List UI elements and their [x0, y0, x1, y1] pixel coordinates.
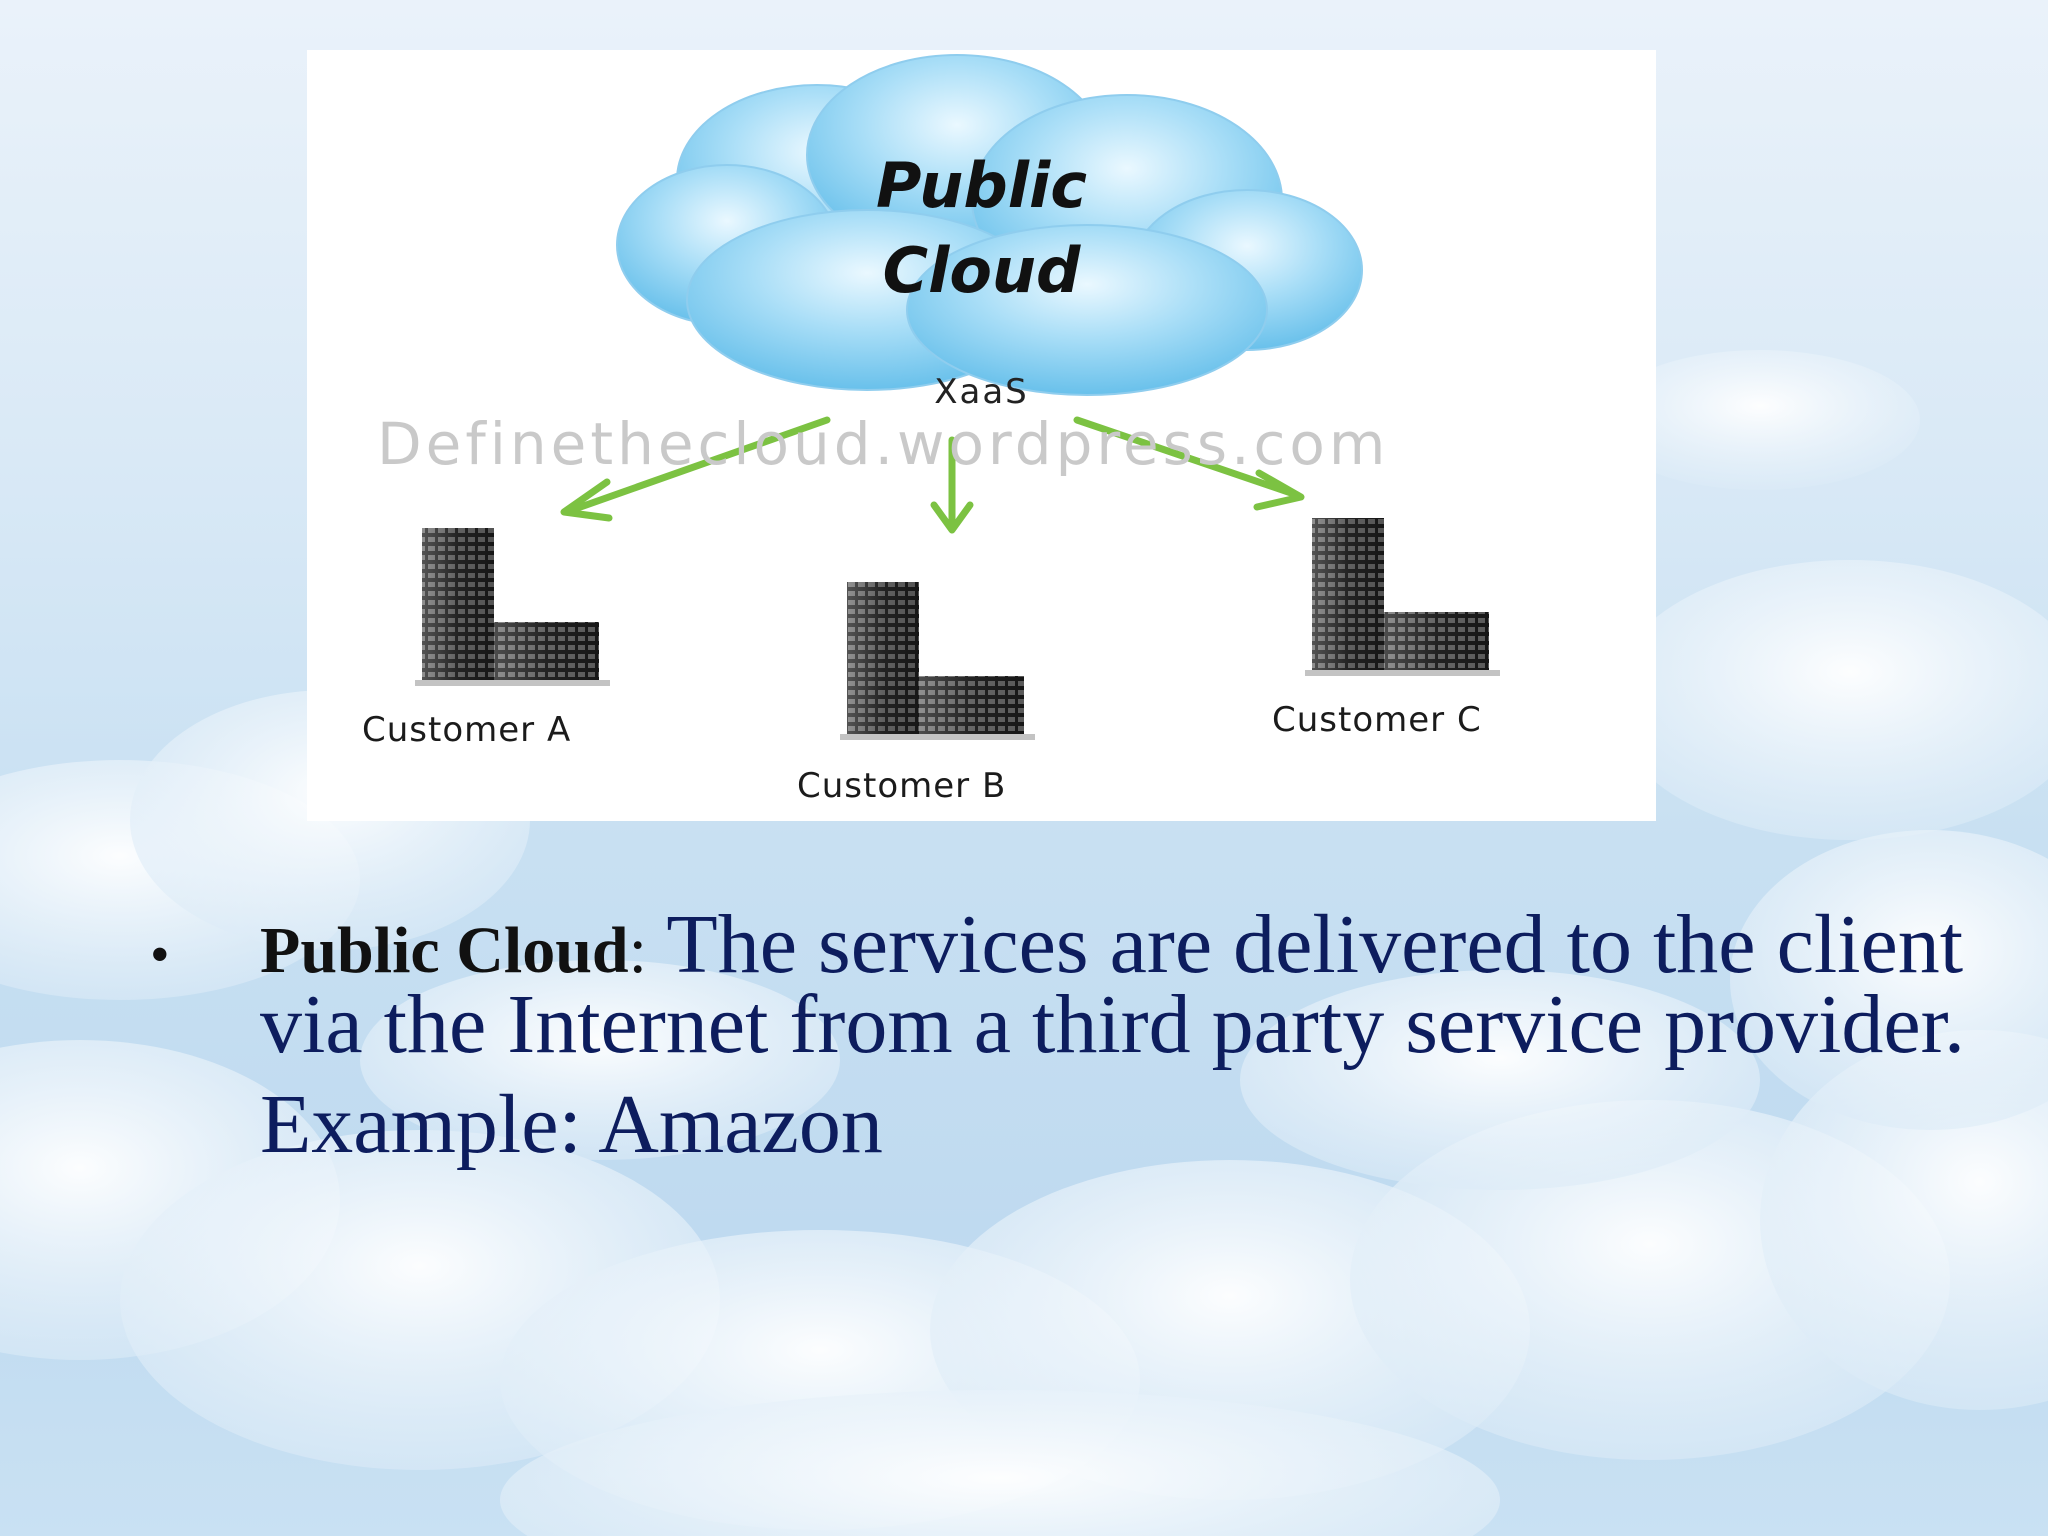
definition-text: The services are delivered to the client… — [260, 898, 1966, 1071]
arrow-to-customer-a — [560, 416, 831, 522]
term-label: Public Cloud — [260, 914, 629, 987]
customer-b-label: Customer B — [797, 766, 1007, 806]
cloud-title-line2: Cloud — [882, 234, 1081, 307]
arrow-to-customer-b — [930, 436, 974, 534]
building-icon-customer-b — [840, 582, 1035, 740]
customer-a-label: Customer A — [362, 710, 572, 750]
bullet-item: • Public Cloud: The services are deliver… — [150, 903, 1970, 1171]
diagram-graphics — [415, 54, 1500, 740]
slide-text: • Public Cloud: The services are deliver… — [150, 903, 1970, 1171]
definition-paragraph: Public Cloud: The services are delivered… — [260, 903, 1970, 1067]
public-cloud-diagram: Public Cloud XaaS Definethecloud.wordpre… — [307, 50, 1656, 821]
bullet-icon: • — [150, 924, 170, 986]
customer-c-label: Customer C — [1272, 700, 1482, 740]
connector-label: XaaS — [934, 372, 1029, 412]
building-icon-customer-c — [1305, 518, 1500, 676]
cloud-icon — [616, 54, 1363, 396]
example-text: Example: Amazon — [260, 1077, 883, 1171]
watermark-text: Definethecloud.wordpress.com — [377, 410, 1390, 478]
term-colon: : — [628, 914, 647, 987]
building-icon-customer-a — [415, 528, 610, 686]
cloud-title-line1: Public — [875, 149, 1087, 222]
arrows — [560, 416, 1305, 534]
arrow-to-customer-c — [1073, 416, 1305, 511]
